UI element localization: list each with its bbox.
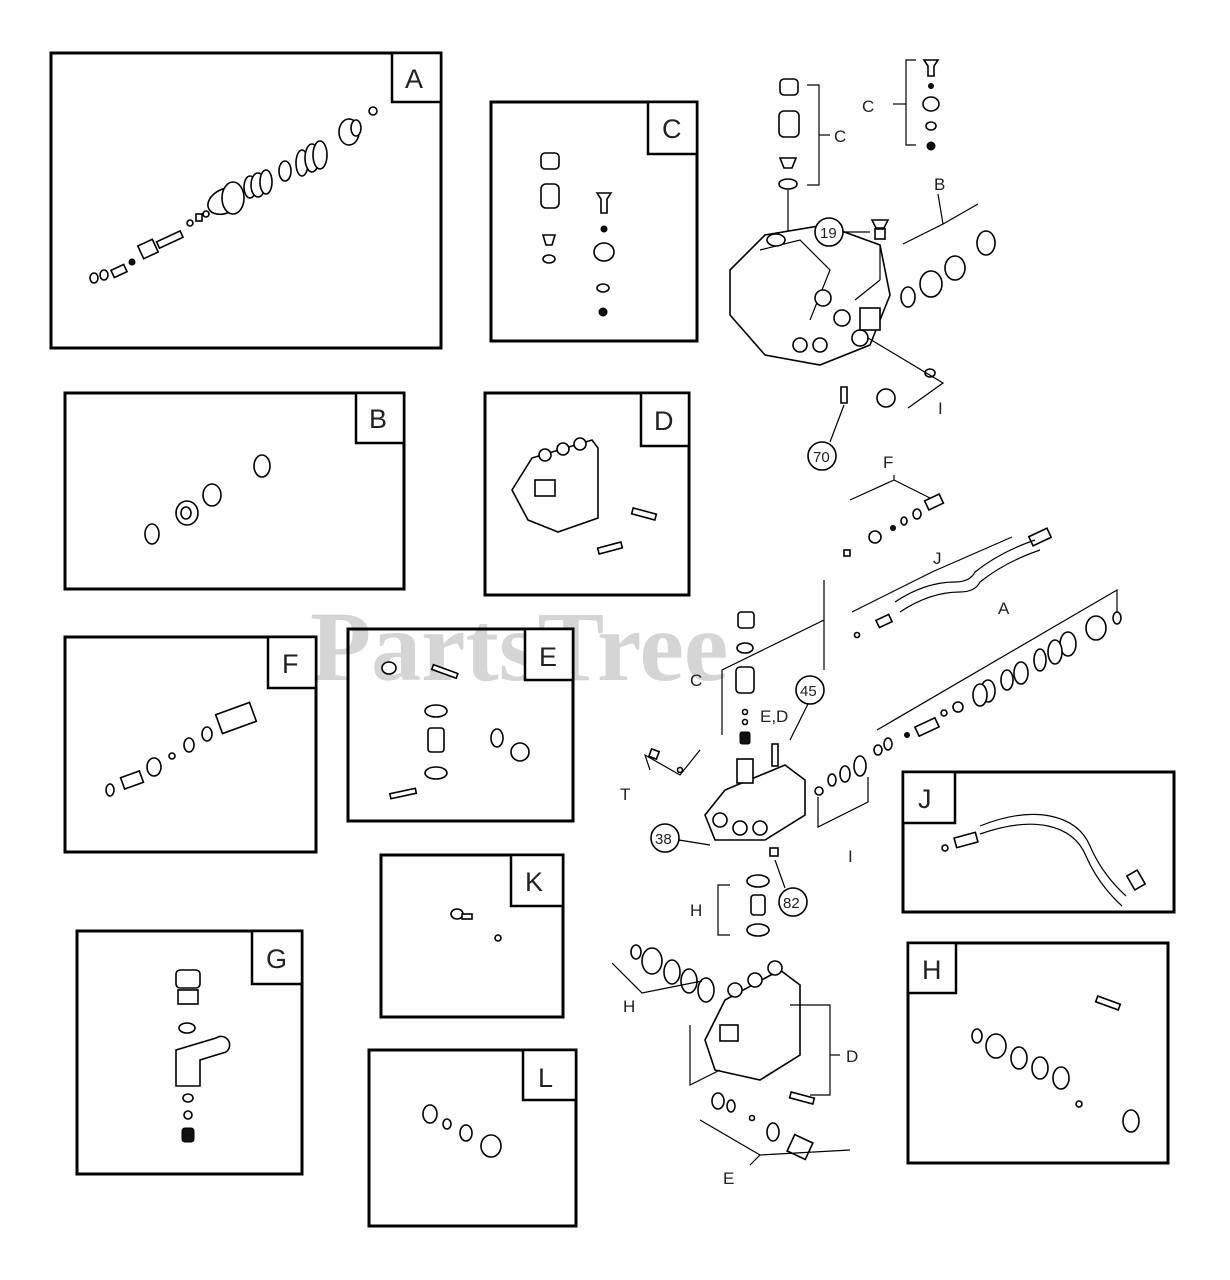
panel-k-label: K (525, 867, 543, 897)
panel-a-label: A (405, 64, 423, 94)
panel-d: D (483, 391, 691, 597)
label-ed: E,D (760, 707, 788, 726)
callout-82: 82 (783, 895, 800, 912)
panel-a: A (49, 51, 443, 350)
panel-l-label: L (538, 1063, 553, 1093)
panel-e: E (346, 627, 575, 823)
label-c-mid: C (690, 671, 702, 690)
label-i-mid: I (848, 847, 853, 866)
pump-assembly-middle: F J A (620, 453, 1122, 937)
label-j: J (933, 549, 942, 568)
watermark: PartsTree (310, 591, 728, 702)
panel-c: C (489, 100, 699, 343)
callout-70: 70 (813, 449, 830, 466)
callout-38: 38 (655, 831, 672, 848)
panel-b-label: B (369, 404, 387, 434)
label-h-small: H (690, 901, 702, 920)
panel-g: G (75, 929, 304, 1176)
panel-l-parts (422, 1104, 502, 1158)
panel-h: H (906, 941, 1170, 1165)
callout-45: 45 (800, 683, 817, 700)
label-e-bottom: E (723, 1169, 734, 1188)
label-c-outer: C (834, 127, 846, 146)
panel-d-parts (511, 437, 658, 555)
panel-c-parts (540, 152, 615, 317)
panel-e-label: E (539, 642, 557, 672)
panel-j-label: J (918, 784, 932, 814)
panel-k: K (379, 853, 565, 1019)
panel-b: B (63, 391, 406, 591)
label-t: T (620, 785, 630, 804)
label-i-top: I (938, 399, 943, 418)
panel-a-parts (89, 106, 378, 284)
panel-e-parts (381, 661, 530, 800)
panel-b-parts (144, 454, 271, 545)
label-c-inner: C (862, 97, 874, 116)
panel-h-label: H (922, 955, 942, 985)
panel-l: L (367, 1048, 578, 1228)
panel-k-parts (450, 908, 502, 942)
label-f: F (883, 453, 893, 472)
label-a: A (998, 599, 1010, 618)
panel-f: F (63, 635, 318, 854)
label-d-bottom: D (846, 1047, 858, 1066)
panel-c-label: C (662, 114, 682, 144)
panel-g-parts (175, 969, 231, 1143)
pump-assembly-top: C C 19 B (729, 59, 996, 471)
panel-f-label: F (282, 649, 299, 679)
panel-j: J (901, 770, 1176, 914)
panel-g-label: G (266, 944, 287, 974)
label-b: B (934, 175, 945, 194)
label-h-bottom: H (623, 997, 635, 1016)
panel-j-parts (941, 813, 1147, 907)
pump-assembly-bottom: H D E (611, 944, 858, 1188)
panel-f-parts (105, 701, 258, 797)
panel-d-label: D (654, 406, 674, 436)
panel-h-parts (971, 995, 1140, 1133)
callout-19: 19 (820, 225, 837, 242)
